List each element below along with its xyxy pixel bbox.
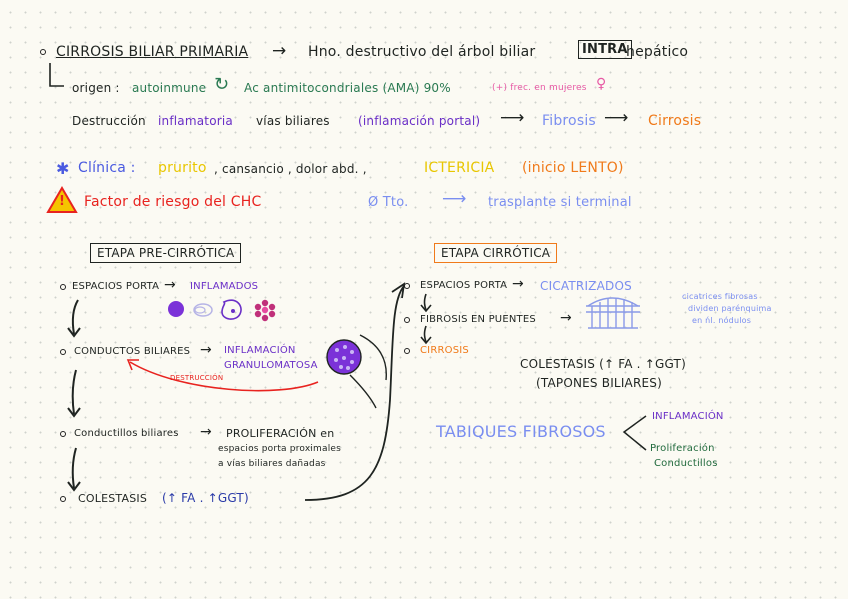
cirr-arrow-2: → xyxy=(560,310,572,326)
title-arrow: → xyxy=(272,41,287,61)
clinica-label: Clínica : xyxy=(78,160,136,176)
factor-no-tto: Ø Tto. xyxy=(368,195,409,210)
pre-inflamados: INFLAMADOS xyxy=(190,281,259,292)
factor-transplant: trasplante si terminal xyxy=(488,195,632,210)
etapa-cirr-title: ETAPA CIRRÓTICA xyxy=(434,243,558,263)
page-title: CIRROSIS BILIAR PRIMARIA xyxy=(56,44,249,60)
pre-espacios-proximales: espacios porta proximales xyxy=(218,444,342,454)
destruction-arrow-2: ⟶ xyxy=(604,108,629,128)
destruction-arrow-1: ⟶ xyxy=(500,108,525,128)
pre-arrow-3: → xyxy=(200,424,212,440)
cirr-cirrosis: CIRROSIS xyxy=(420,345,469,356)
female-icon: ♀ xyxy=(596,76,607,92)
factor-arrow: ⟶ xyxy=(442,189,467,209)
destruction-cirrosis: Cirrosis xyxy=(648,113,702,129)
origin-frequency: (+) frec. en mujeres xyxy=(492,83,587,93)
destruction-fibrosis: Fibrosis xyxy=(542,113,596,129)
clinica-symptoms: , cansancio , dolor abd. , xyxy=(214,162,367,176)
pre-espacios-porta: ESPACIOS PORTA xyxy=(72,281,160,292)
clinica-ictericia: ICTERICIA xyxy=(424,160,495,176)
origin-antibody: Ac antimitocondriales (AMA) 90% xyxy=(244,81,451,95)
tabiques-conductillos: Conductillos xyxy=(654,458,718,469)
etapa-pre-title: ETAPA PRE-CIRRÓTICA xyxy=(90,243,242,263)
pre-arrow-1: → xyxy=(164,277,176,293)
cirr-bullet-3 xyxy=(404,348,410,354)
cicatrices-note-1: cicatrices fibrosas xyxy=(682,292,758,301)
cirr-espacios-porta: ESPACIOS PORTA xyxy=(420,280,508,291)
definition-text: Hno. destructivo del árbol biliar xyxy=(308,44,536,60)
definition-text-end: hepático xyxy=(626,44,689,60)
cirr-tapones: (TAPONES BILIARES) xyxy=(536,376,662,390)
destruction-text: Destrucción xyxy=(72,114,146,128)
tabiques-fibrosos: TABIQUES FIBROSOS xyxy=(436,422,606,441)
tabiques-proliferacion: Proliferación xyxy=(650,443,715,454)
pre-colestasis-labs: (↑ FA . ↑GGT) xyxy=(162,491,249,505)
cirr-cicatrizados: CICATRIZADOS xyxy=(540,279,632,293)
cirr-fibrosis-puentes: FIBROSIS EN PUENTES xyxy=(420,314,536,325)
pre-inflamacion: INFLAMACIÓN xyxy=(224,345,296,356)
pre-arrow-2: → xyxy=(200,342,212,358)
cirr-arrow-1: → xyxy=(512,276,524,292)
cicatrices-note-2: dividen parénquima xyxy=(688,304,772,313)
pre-destruccion: DESTRUCCIÓN xyxy=(170,374,224,382)
pre-vias-danadas: a vías biliares dañadas xyxy=(218,459,326,469)
star-icon: ✱ xyxy=(56,159,70,178)
cirr-colestasis: COLESTASIS (↑ FA . ↑GGT) xyxy=(520,357,686,371)
intra-box: INTRA xyxy=(578,40,632,59)
clinica-prurito: prurito xyxy=(158,160,207,176)
destruction-vias: vías biliares xyxy=(256,114,330,128)
cirr-bullet-2 xyxy=(404,317,410,323)
tabiques-inflamacion: INFLAMACIÓN xyxy=(652,411,724,422)
pre-granulomatosa: GRANULOMATOSA xyxy=(224,360,318,371)
destruction-inflamatoria: inflamatoria xyxy=(158,114,233,128)
clinica-inicio: (inicio LENTO) xyxy=(522,160,624,176)
origin-label: origen : xyxy=(72,81,120,95)
cirr-bullet-1 xyxy=(404,283,410,289)
destruction-portal: (inflamación portal) xyxy=(358,114,481,128)
pre-colestasis: COLESTASIS xyxy=(78,492,147,505)
refresh-icon: ↻ xyxy=(214,74,230,95)
pre-bullet-2 xyxy=(60,349,66,355)
pre-proliferacion: PROLIFERACIÓN en xyxy=(226,427,335,440)
cicatrices-note-3: en ńl. nódulos xyxy=(692,316,752,325)
pre-bullet-4 xyxy=(60,496,66,502)
title-bullet xyxy=(40,49,46,55)
factor-text: Factor de riesgo del CHC xyxy=(84,194,262,210)
origin-autoinmune: autoinmune xyxy=(132,81,207,95)
pre-bullet-3 xyxy=(60,431,66,437)
pre-bullet-1 xyxy=(60,284,66,290)
warning-icon: ! xyxy=(59,194,65,209)
pre-conductillos: Conductillos biliares xyxy=(74,428,179,439)
pre-conductos-biliares: CONDUCTOS BILIARES xyxy=(74,346,191,357)
